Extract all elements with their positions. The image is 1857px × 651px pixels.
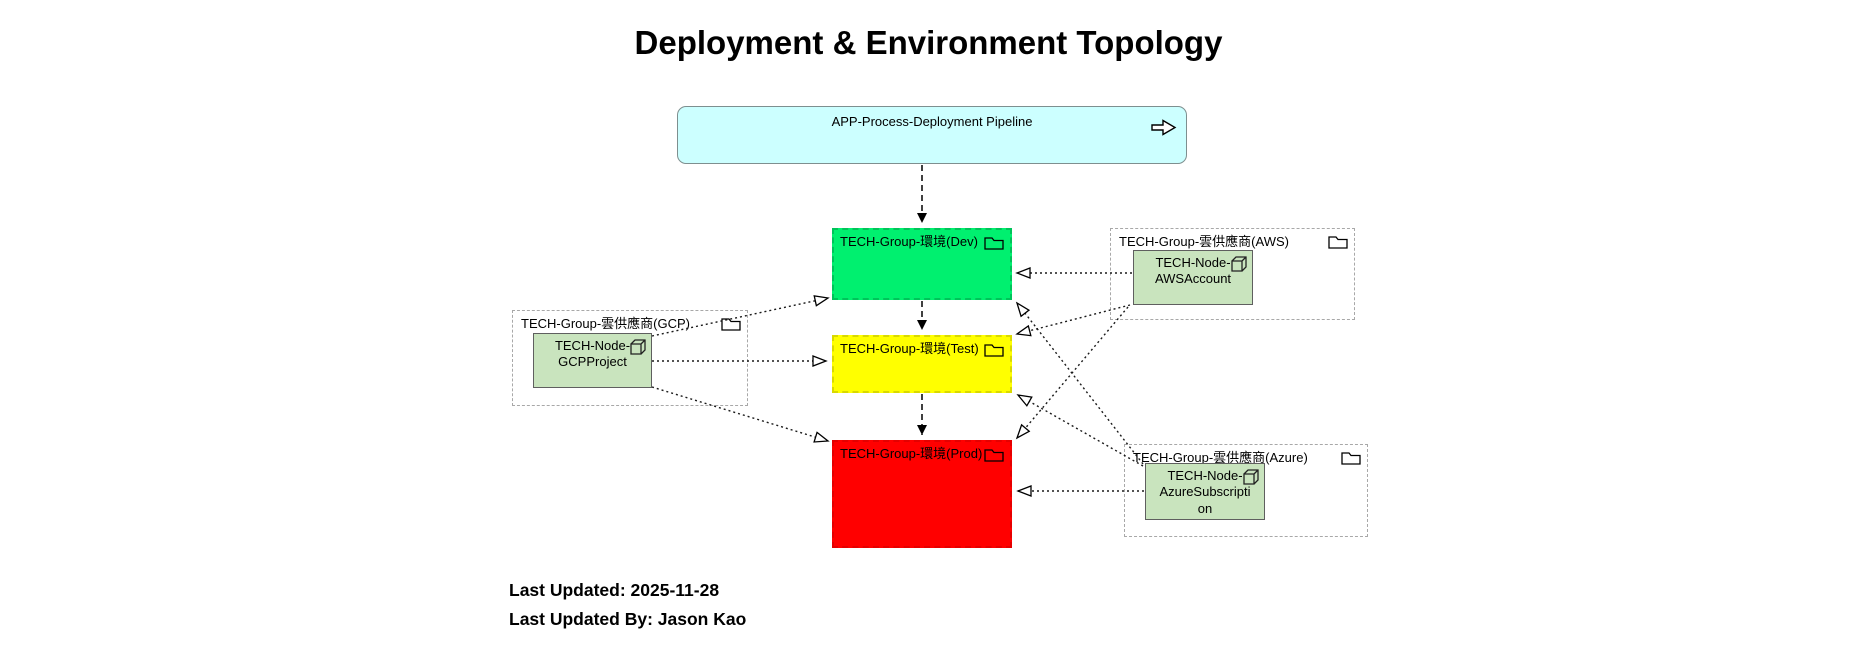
connector-aws-to-prod bbox=[1015, 306, 1129, 440]
folder-icon bbox=[1328, 234, 1348, 249]
env-test-box: TECH-Group-環境(Test) bbox=[832, 335, 1012, 393]
cube-icon bbox=[1242, 468, 1260, 486]
env-prod-box: TECH-Group-環境(Prod) bbox=[832, 440, 1012, 548]
connector-azure-to-dev bbox=[1015, 301, 1144, 465]
last-updated-by-text: Last Updated By: Jason Kao bbox=[509, 609, 747, 629]
folder-icon bbox=[1341, 450, 1361, 465]
cube-icon bbox=[1230, 255, 1248, 273]
node-azure-label: TECH-Node-AzureSubscription bbox=[1159, 468, 1251, 516]
folder-icon bbox=[984, 342, 1004, 357]
group-aws-box: TECH-Group-雲供應商(AWS) bbox=[1110, 228, 1355, 320]
group-azure-label: TECH-Group-雲供應商(Azure) bbox=[1133, 450, 1308, 465]
page-title: Deployment & Environment Topology bbox=[634, 24, 1223, 61]
group-aws-label: TECH-Group-雲供應商(AWS) bbox=[1119, 234, 1289, 249]
cube-icon bbox=[629, 338, 647, 356]
folder-icon bbox=[984, 235, 1004, 250]
node-azure-box: TECH-Node-AzureSubscription bbox=[1145, 463, 1265, 520]
node-gcp-box: TECH-Node-GCPProject bbox=[533, 333, 652, 388]
group-azure-box: TECH-Group-雲供應商(Azure) bbox=[1124, 444, 1368, 537]
node-aws-label: TECH-Node-AWSAccount bbox=[1154, 255, 1232, 287]
footer-metadata: Last Updated: 2025-11-28 Last Updated By… bbox=[509, 576, 746, 634]
group-gcp-label: TECH-Group-雲供應商(GCP) bbox=[521, 316, 691, 331]
node-aws-box: TECH-Node-AWSAccount bbox=[1133, 250, 1253, 305]
pipeline-label: APP-Process-Deployment Pipeline bbox=[831, 114, 1033, 129]
group-gcp-box: TECH-Group-雲供應商(GCP) bbox=[512, 310, 748, 406]
env-dev-label: TECH-Group-環境(Dev) bbox=[840, 234, 978, 249]
pipeline-box: APP-Process-Deployment Pipeline bbox=[677, 106, 1187, 164]
env-prod-label: TECH-Group-環境(Prod) bbox=[840, 446, 983, 461]
arrow-right-icon bbox=[1150, 117, 1178, 138]
env-test-label: TECH-Group-環境(Test) bbox=[840, 341, 979, 356]
node-gcp-label: TECH-Node-GCPProject bbox=[554, 338, 631, 370]
env-dev-box: TECH-Group-環境(Dev) bbox=[832, 228, 1012, 300]
last-updated-text: Last Updated: 2025-11-28 bbox=[509, 580, 720, 600]
folder-icon bbox=[984, 447, 1004, 462]
folder-icon bbox=[721, 316, 741, 331]
